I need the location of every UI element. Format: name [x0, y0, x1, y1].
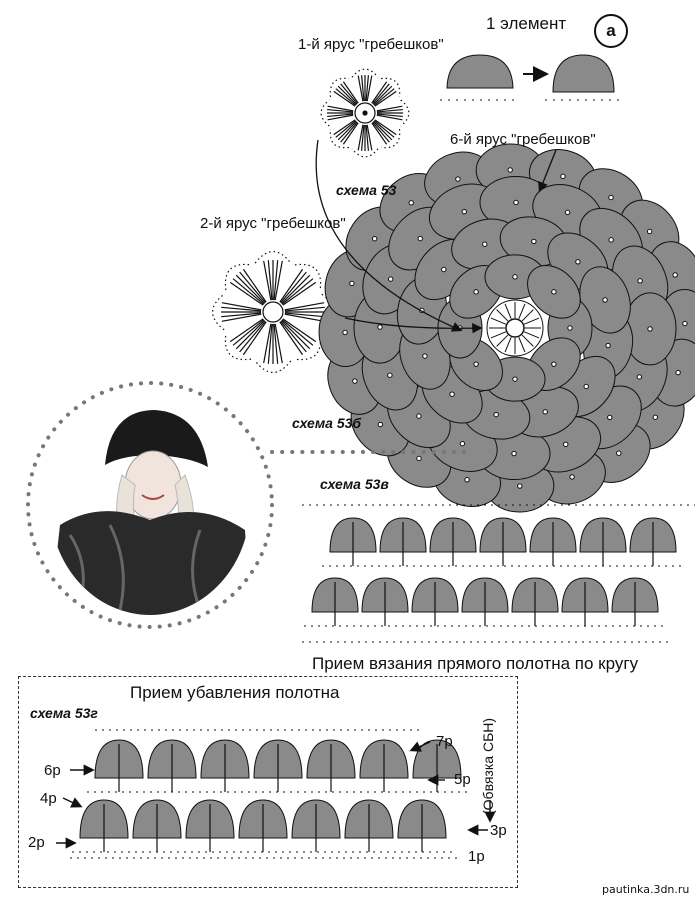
row-1-label: 1р: [468, 848, 485, 865]
scheme53-label: схема 53: [336, 182, 397, 198]
arrow-tier2-icon: [344, 317, 483, 334]
tier1-flower-chart-icon: [320, 68, 410, 158]
badge-a: a: [594, 14, 628, 48]
arrow-tier6-icon: [538, 149, 557, 193]
scheme53b-label: схема 53б: [292, 415, 362, 431]
element-scallop-chart: [440, 54, 625, 101]
tier2-flower-chart-icon: [211, 250, 335, 374]
row-2-label: 2р: [28, 834, 45, 851]
watermark: pautinka.3dn.ru: [602, 883, 690, 896]
scheme53g-label: схема 53г: [30, 705, 98, 721]
binding-note: (Обвязка СБН): [480, 717, 496, 815]
arrow-tier1-icon: [315, 139, 463, 332]
photo-dotted-frame: [26, 381, 274, 629]
row-4-label: 4р: [40, 790, 57, 807]
scheme53v-chart: [302, 504, 695, 643]
caption-round: Прием вязания прямого полотна по кругу: [312, 654, 639, 673]
arrow-row4-icon: [62, 797, 83, 808]
scheme53g-chart: [70, 729, 470, 859]
row-7-label: 7р: [436, 733, 453, 750]
tier1-label: 1-й ярус "гребешков": [298, 36, 444, 53]
caption-decrease: Прием убавления полотна: [130, 683, 340, 702]
woman-photo-icon: [50, 395, 250, 615]
scheme53v-label: схема 53в: [320, 476, 389, 492]
element-title: 1 элемент: [486, 14, 567, 33]
row-5-label: 5р: [454, 771, 471, 788]
tier2-label: 2-й ярус "гребешков": [200, 215, 346, 232]
tier6-label: 6-й ярус "гребешков": [450, 131, 596, 148]
scheme53g-frame: [18, 676, 518, 888]
arrow-row7-icon: [409, 741, 431, 752]
row-6-label: 6р: [44, 762, 61, 779]
row-3-label: 3р: [490, 822, 507, 839]
